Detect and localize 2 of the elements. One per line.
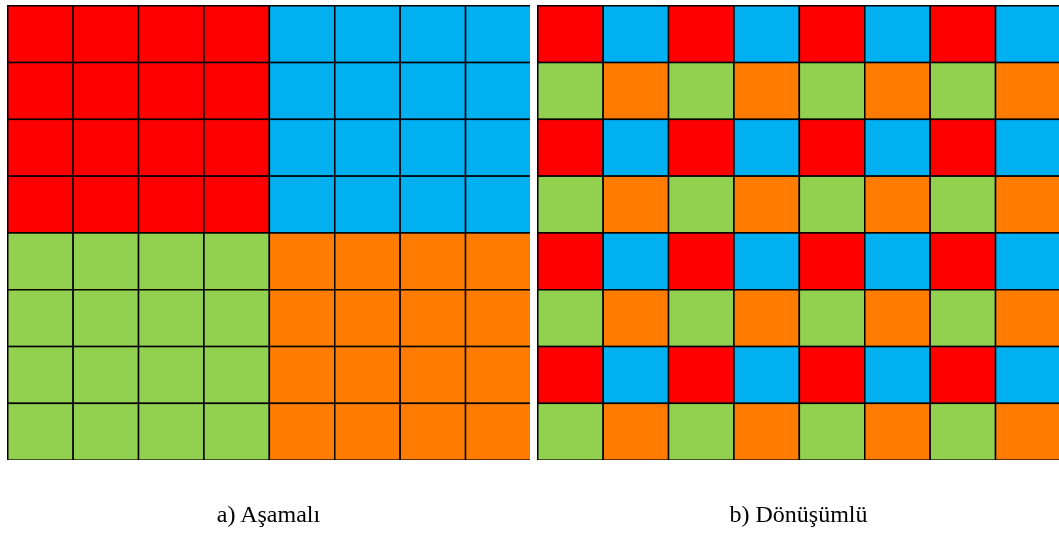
node-label: a) Aşamalı <box>216 502 321 526</box>
node-label: b) Dönüşümlü <box>729 502 868 526</box>
